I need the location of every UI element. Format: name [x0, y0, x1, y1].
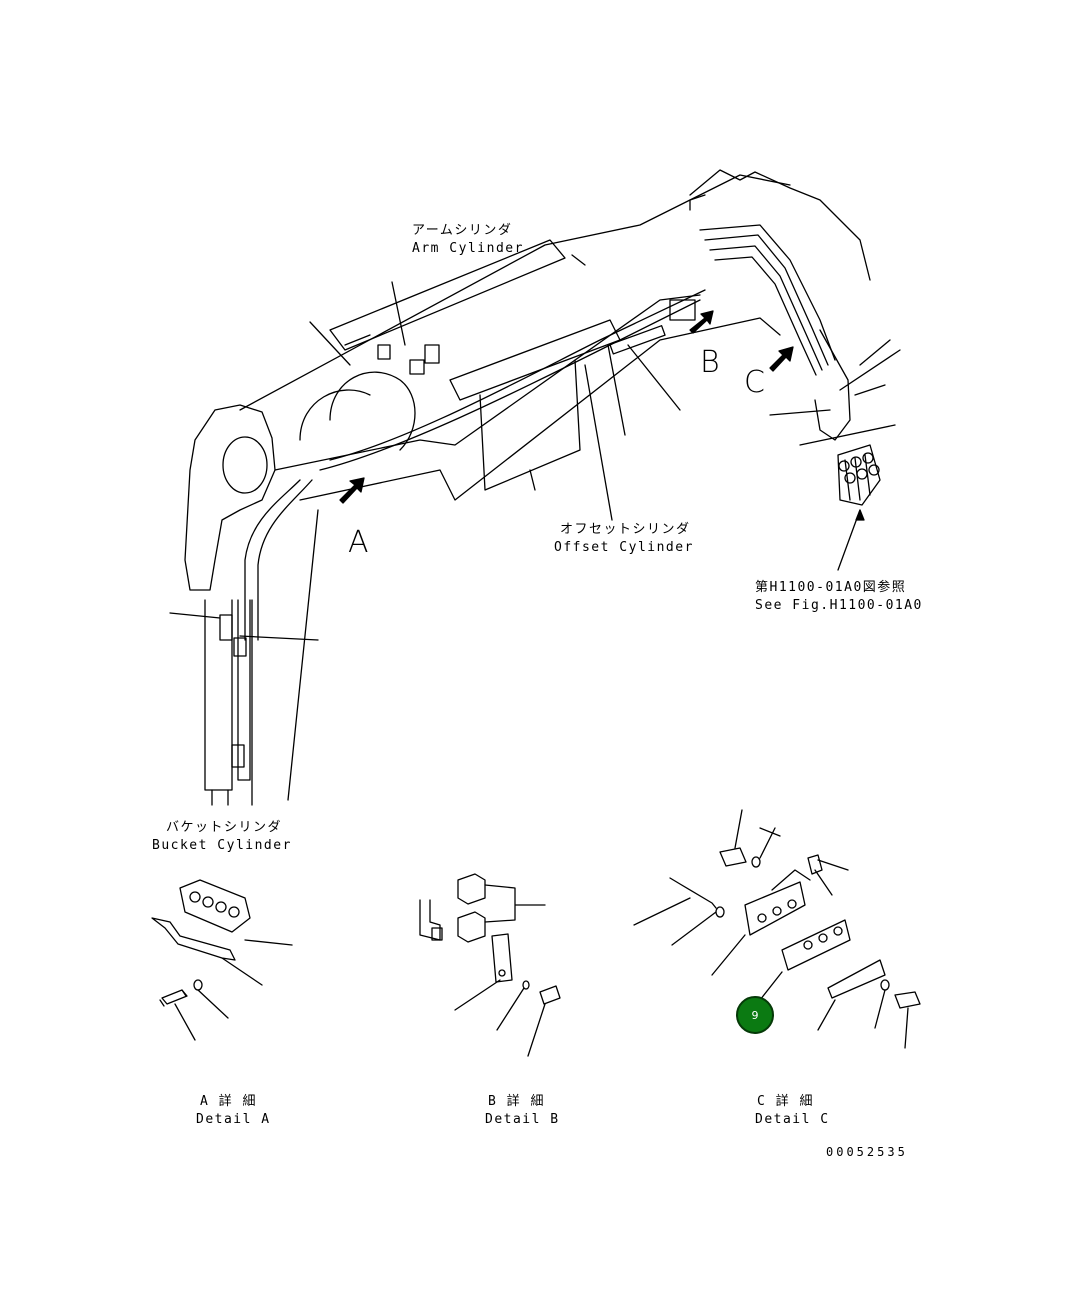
bucket-cylinder-label-jp: バケットシリンダ — [166, 820, 283, 835]
detail-b-marker: B — [700, 345, 720, 380]
see-fig-label-jp: 第H1100-01A0図参照 — [755, 580, 907, 595]
detail-b-parts — [419, 873, 561, 1057]
detail-c-parts — [633, 809, 921, 1049]
part-callout-number: 9 — [751, 1008, 759, 1022]
detail-a-parts — [151, 879, 293, 1041]
detail-b-caption-jp: B 詳 細 — [488, 1094, 545, 1109]
document-number: 00052535 — [826, 1145, 908, 1159]
offset-cylinder-label-jp: オフセットシリンダ — [560, 522, 691, 537]
detail-a-caption-jp: A 詳 細 — [200, 1094, 257, 1109]
bucket-cylinder-label-en: Bucket Cylinder — [152, 838, 292, 853]
arm-cylinder-label-jp: アームシリンダ — [412, 223, 513, 238]
detail-a-marker: A — [348, 525, 369, 560]
see-fig-label-en: See Fig.H1100-01A0 — [755, 598, 923, 613]
arm-cylinder-label-en: Arm Cylinder — [412, 241, 524, 256]
detail-a-caption-en: Detail A — [196, 1112, 271, 1127]
detail-c-caption-en: Detail C — [755, 1112, 830, 1127]
detail-c-marker: C — [744, 365, 765, 400]
offset-cylinder-label-en: Offset Cylinder — [554, 540, 694, 555]
detail-b-caption-en: Detail B — [485, 1112, 560, 1127]
detail-c-caption-jp: C 詳 細 — [757, 1094, 814, 1109]
arm-assembly — [169, 169, 901, 806]
part-callout-9[interactable]: 9 — [736, 996, 774, 1034]
